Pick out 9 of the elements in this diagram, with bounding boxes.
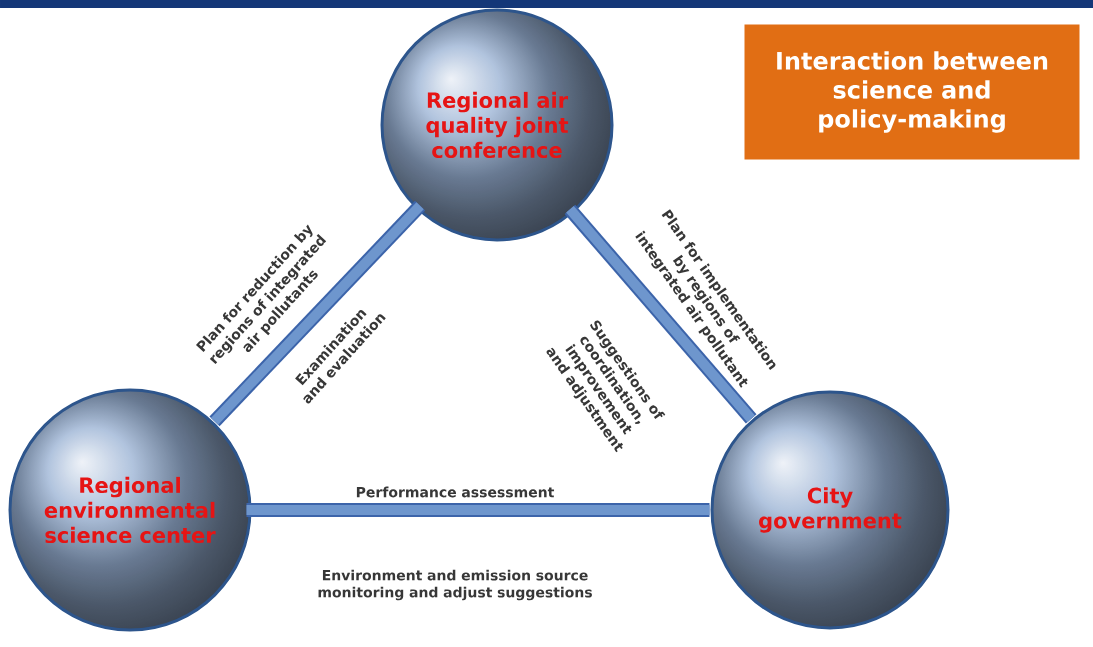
connector-label: Performance assessment [356,486,555,498]
title-box: Interaction between science and policy-making [744,24,1080,160]
sphere-node: Regional environmental science center [8,388,252,632]
connector-bar [209,200,426,427]
sphere-node: Regional air quality joint conference [380,8,614,242]
connector-bar [564,204,757,424]
connector-label: Environment and emission source monitoring and adjust suggestions [318,569,592,601]
sphere-node: City government [710,390,950,630]
connector-bar [246,503,710,517]
